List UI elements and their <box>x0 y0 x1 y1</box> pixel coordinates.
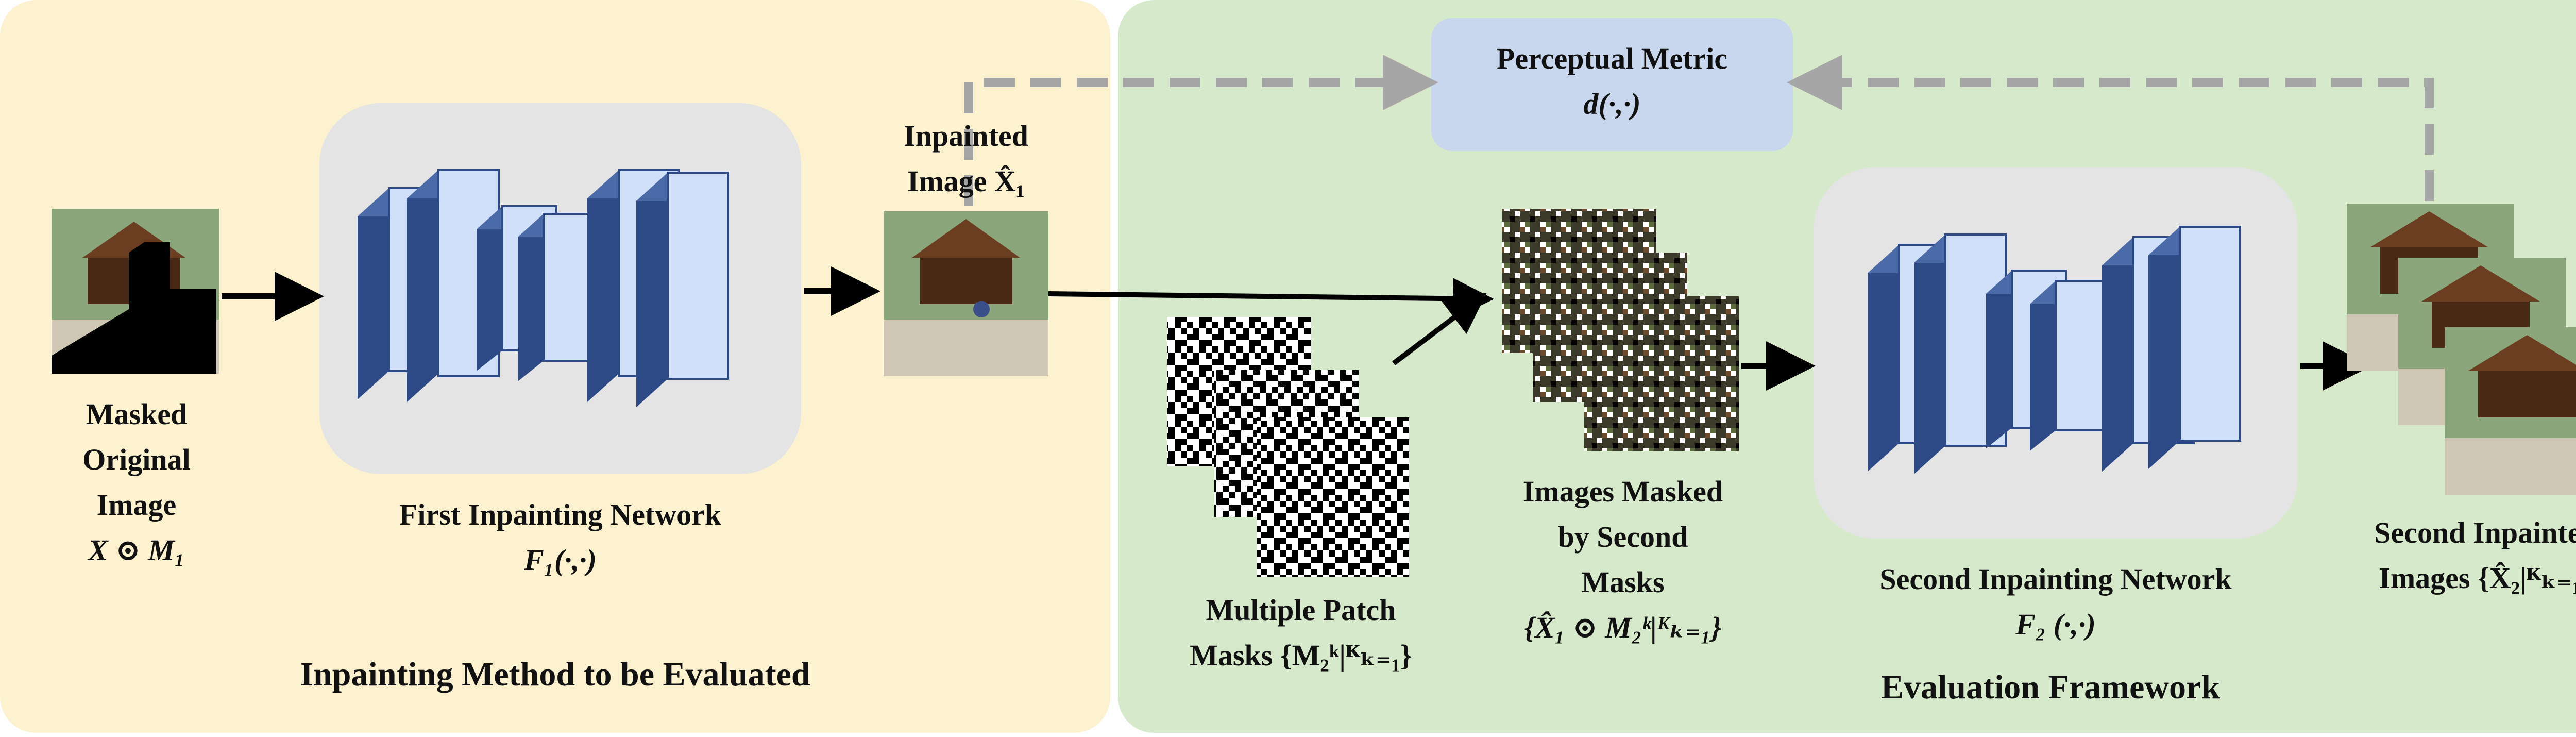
network1-layers <box>358 169 729 407</box>
output-images-stack <box>2347 204 2576 495</box>
patch-masks-stack <box>1167 317 1409 577</box>
dashed-arrow-outputs-to-metric <box>1787 55 2434 201</box>
network2-layers <box>1868 226 2241 474</box>
input-label: Masked Original Image X ⊙ M₁ <box>82 397 191 567</box>
masked-images-stack <box>1502 209 1739 451</box>
left-region-title: Inpainting Method to be Evaluated <box>300 656 810 693</box>
outputs-label: Second Inpainted Images {X̂₂|ᴷₖ₌₁} <box>2374 516 2576 595</box>
inpainted-image <box>884 211 1048 376</box>
dashed-arrow-inpainted-to-metric <box>964 55 1438 206</box>
masked-input-image <box>52 209 219 374</box>
perceptual-metric-box <box>1431 18 1793 151</box>
arrow-inpainted-to-masked <box>1048 278 1494 320</box>
masked-images-label: Images Masked by Second Masks {X̂₁ ⊙ M₂ᵏ… <box>1522 475 1723 644</box>
inpainted-label: Inpainted Image X̂₁ <box>904 119 1028 198</box>
metric-label: Perceptual Metric d(·,·) <box>1496 42 1728 121</box>
patch-masks-label: Multiple Patch Masks {M₂ᵏ|ᴷₖ₌₁} <box>1190 593 1412 672</box>
right-region-title: Evaluation Framework <box>1880 668 2221 706</box>
arrow-masks-to-masked <box>1392 292 1487 365</box>
network1-label: First Inpainting Network F₁(·,·) <box>399 498 722 577</box>
network2-label: Second Inpainting Network F₂ (·,·) <box>1879 562 2232 641</box>
